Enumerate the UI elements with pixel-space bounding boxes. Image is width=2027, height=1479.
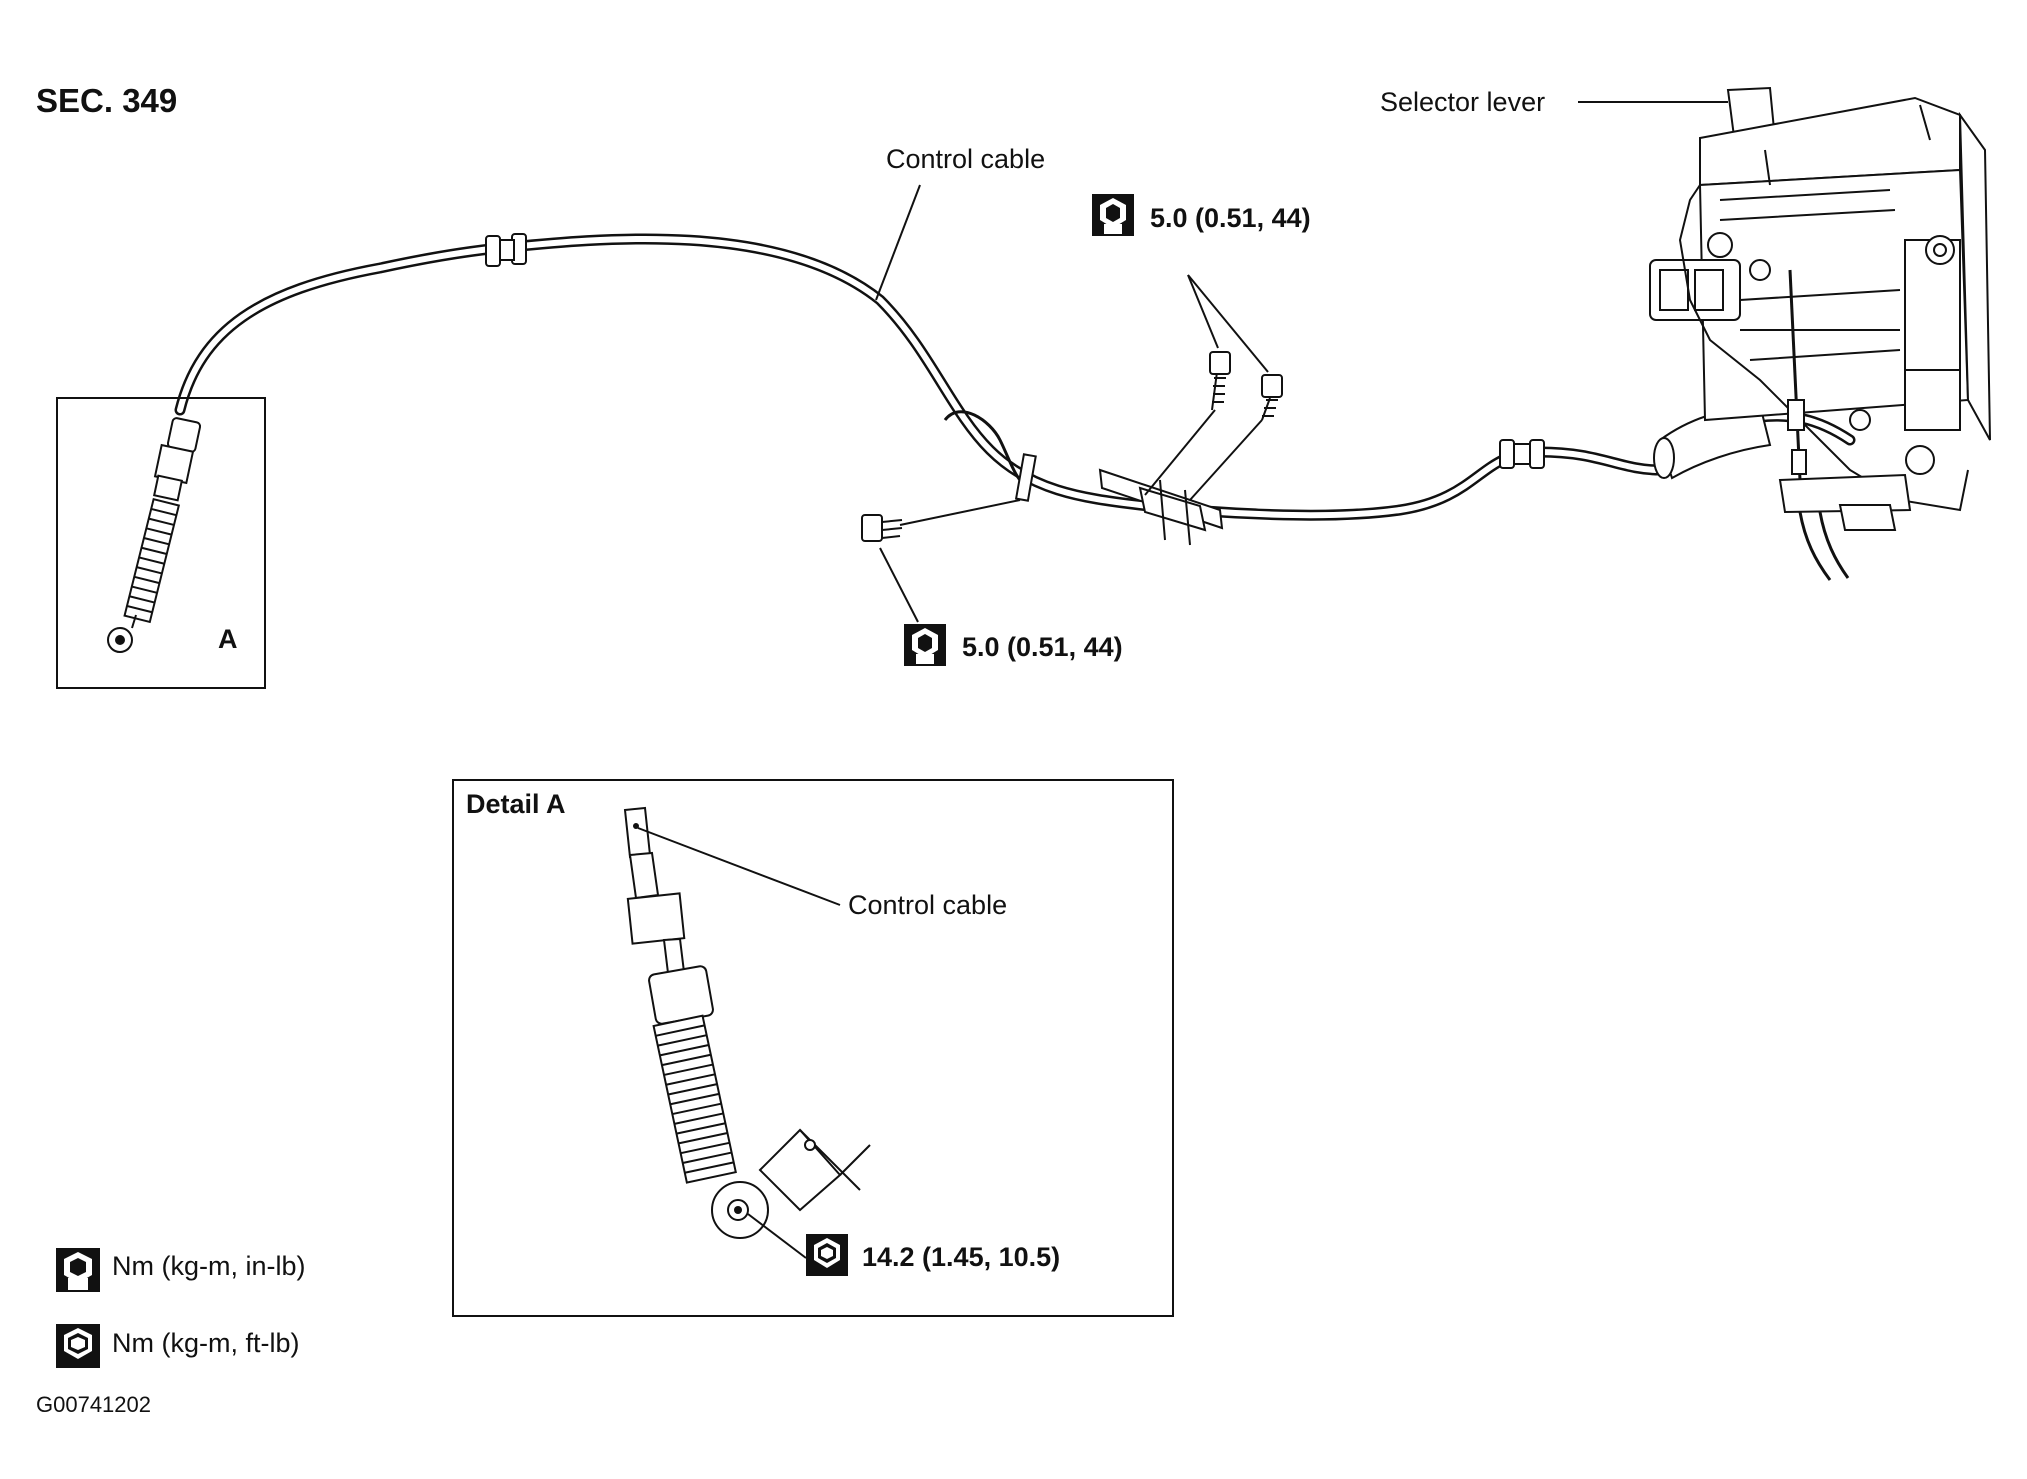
bracket-bolt-right — [1261, 374, 1283, 421]
torque-spec-clamp-bolt: 5.0 (0.51, 44) — [904, 624, 1123, 666]
detail-a-reference-box: A — [56, 397, 266, 689]
legend-text: Nm (kg-m, ft-lb) — [112, 1328, 299, 1358]
selector-lever-assembly — [1649, 86, 1991, 581]
detail-control-cable-label: Control cable — [848, 890, 1007, 920]
legend-item-ftlb: Nm (kg-m, ft-lb) — [56, 1324, 299, 1368]
detail-a-box: Detail A Control cable 14.2 (1.45, 10.5) — [452, 779, 1174, 1317]
figure-code: G00741202 — [36, 1392, 151, 1417]
control-cable — [174, 233, 1856, 521]
leader-line — [875, 184, 921, 301]
torque-wrench-ftlb-icon — [56, 1324, 100, 1368]
torque-value: 5.0 (0.51, 44) — [1150, 203, 1311, 233]
torque-spec-bracket-bolts: 5.0 (0.51, 44) — [1092, 194, 1311, 236]
torque-wrench-inlb-icon — [56, 1248, 100, 1292]
section-label: SEC. 349 — [36, 82, 177, 119]
leader-line — [747, 1213, 807, 1259]
leader-line — [1187, 274, 1269, 373]
leader-line — [879, 547, 919, 623]
legend-item-inlb: Nm (kg-m, in-lb) — [56, 1248, 306, 1292]
leader-line — [1187, 274, 1219, 349]
torque-value: 5.0 (0.51, 44) — [962, 632, 1123, 662]
cable-bracket — [1014, 453, 1224, 546]
detail-a-title: Detail A — [466, 789, 566, 819]
leader-line — [637, 827, 841, 906]
legend-text: Nm (kg-m, in-lb) — [112, 1251, 306, 1281]
clamp-bolt — [861, 499, 1021, 542]
torque-value: 14.2 (1.45, 10.5) — [862, 1242, 1060, 1272]
bracket-bolt-left — [1209, 351, 1231, 411]
selector-lever-label: Selector lever — [1380, 87, 1545, 117]
control-cable-label: Control cable — [886, 144, 1045, 174]
detail-a-ref-label: A — [218, 624, 238, 654]
